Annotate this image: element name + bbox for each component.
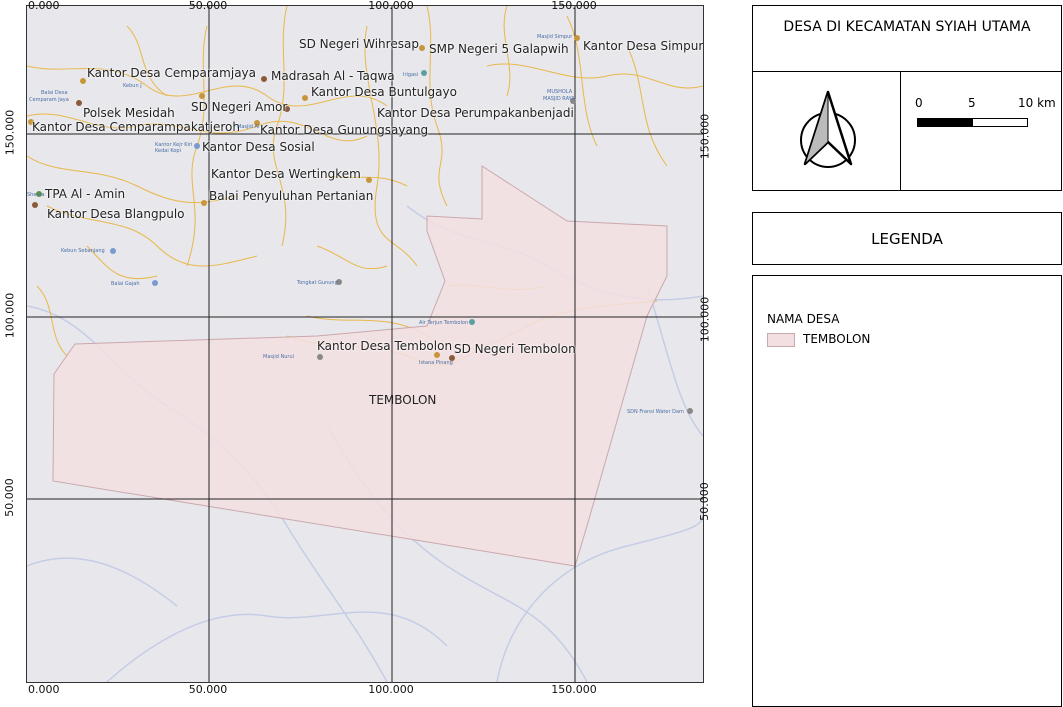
poi-markers — [28, 35, 693, 414]
basemap-label: Cemparam Jaya — [29, 97, 69, 103]
poi-label: SD Negeri Amor — [191, 100, 288, 114]
basemap-label: Tongkat Gunung — [297, 280, 338, 286]
tembolon-region[interactable] — [52, 165, 668, 567]
y-tick-left: 50.000 — [2, 478, 16, 517]
y-tick-left: 150.000 — [3, 109, 17, 156]
basemap-label: Masjid Nurul — [263, 354, 295, 360]
poi-label: SD Negeri Tembolon — [454, 342, 576, 356]
poi-label: Madrasah Al - Taqwa — [271, 69, 395, 83]
basemap-label: Kebun Sebanjang — [61, 248, 105, 254]
poi-label: Kantor Desa Blangpulo — [47, 207, 185, 221]
basemap-label: Masjid Al — [237, 124, 260, 130]
legend: NAMA DESA TEMBOLON — [752, 275, 1062, 707]
x-tick-bottom: 100.000 — [368, 683, 414, 696]
basemap — [27, 6, 703, 682]
basemap-label: Istana Pinang — [419, 360, 453, 366]
basemap-label: Sheeta — [27, 192, 45, 198]
y-tick-right: 50.000 — [697, 482, 711, 521]
y-tick-left: 100.000 — [3, 292, 17, 339]
compass-box — [752, 71, 901, 191]
poi-label: Polsek Mesidah — [83, 106, 175, 120]
poi-label: Kantor Desa Sosial — [202, 140, 315, 154]
x-tick-bottom: 150.000 — [551, 683, 597, 696]
map-canvas[interactable]: SD Negeri Wihresap SMP Negeri 5 Galapwih… — [26, 5, 704, 683]
legend-item-label: TEMBOLON — [803, 332, 871, 346]
x-tick-top: 100.000 — [368, 0, 414, 12]
poi-label: Kantor Desa Perumpakanbenjadi — [377, 106, 574, 120]
scale-label-5: 5 — [968, 96, 976, 110]
north-arrow-icon — [800, 90, 856, 168]
basemap-label: Irigasi — [403, 72, 419, 78]
scale-bar-box: 0 5 10 km — [900, 71, 1062, 191]
x-tick-top: 150.000 — [551, 0, 597, 12]
basemap-label: Balai Desa — [41, 90, 68, 96]
legend-title: LEGENDA — [871, 230, 943, 248]
legend-title-box: LEGENDA — [752, 212, 1062, 265]
poi-label: Balai Penyuluhan Pertanian — [209, 189, 374, 203]
poi-label: Kantor Desa Cemparampakatjeroh — [32, 120, 240, 134]
poi-label: Kantor Desa Cemparamjaya — [87, 66, 256, 80]
scale-label-0: 0 — [915, 96, 923, 110]
poi-label: Kantor Desa Simpur — [583, 39, 704, 53]
basemap-label: Balai Gajah — [111, 281, 140, 287]
scale-label-10: 10 km — [1018, 96, 1056, 110]
x-tick-top: 0.000 — [28, 0, 60, 12]
basemap-label: MUSHOLA — [547, 89, 573, 95]
basemap-label: Masjid Simpur — [537, 34, 573, 40]
poi-label: Kantor Desa Wertingkem — [211, 167, 361, 181]
poi-label: Kantor Desa Tembolon — [317, 339, 453, 353]
y-tick-right: 150.000 — [698, 113, 712, 160]
basemap-label: Kedai Kopi — [155, 148, 181, 154]
map-title-box: DESA DI KECAMATAN SYIAH UTAMA — [752, 5, 1062, 72]
basemap-label: Kantor Kejr Kiri — [155, 142, 193, 148]
basemap-label: SDN Fransi Water Dam — [627, 409, 684, 415]
legend-header: NAMA DESA — [767, 312, 840, 326]
x-tick-bottom: 50.000 — [188, 683, 228, 696]
basemap-label: Kebun J — [123, 83, 142, 89]
scale-bar — [917, 118, 1028, 127]
map-title: DESA DI KECAMATAN SYIAH UTAMA — [783, 19, 1031, 35]
poi-label: Kantor Desa Buntulgayo — [311, 85, 457, 99]
region-label: TEMBOLON — [369, 393, 437, 407]
poi-label: SD Negeri Wihresap — [299, 37, 419, 51]
x-tick-bottom: 0.000 — [28, 683, 60, 696]
y-tick-right: 100.000 — [698, 296, 712, 343]
poi-label: Kantor Desa Gunungsayang — [260, 123, 429, 137]
poi-label: SMP Negeri 5 Galapwih — [429, 42, 569, 56]
x-tick-top: 50.000 — [188, 0, 228, 12]
basemap-label: Air Terjun Tembolon — [419, 320, 469, 326]
basemap-label: MASJID RAYA — [543, 96, 575, 102]
legend-swatch — [767, 333, 795, 347]
graticule — [27, 6, 703, 682]
poi-label: TPA Al - Amin — [45, 187, 126, 201]
